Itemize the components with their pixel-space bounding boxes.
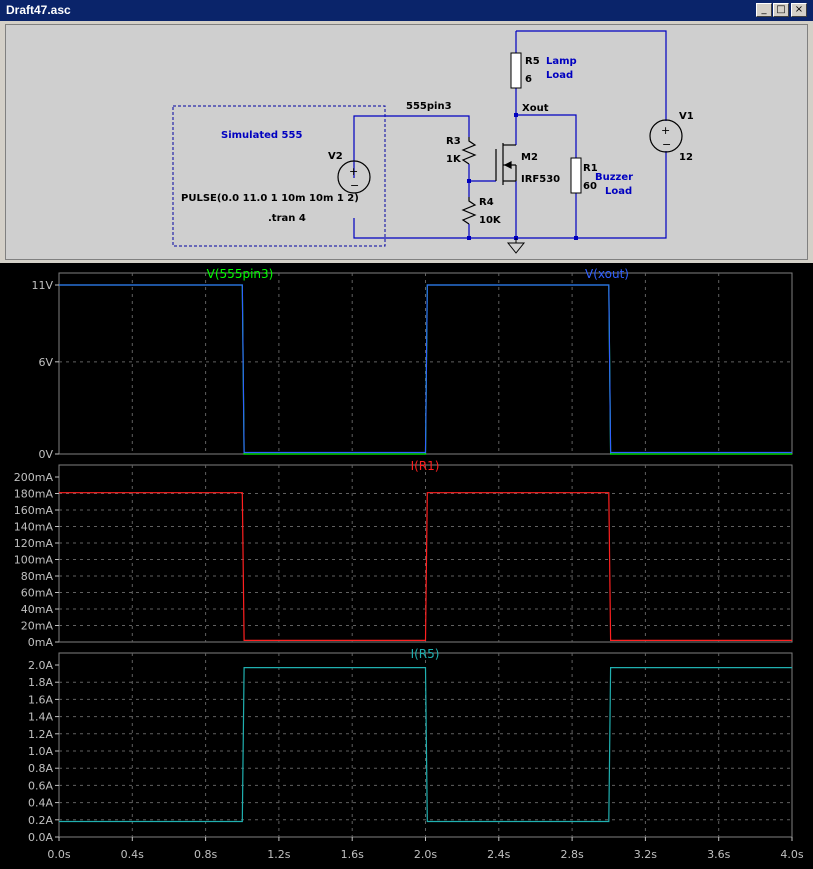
close-button[interactable]: × bbox=[791, 3, 807, 17]
minimize-button[interactable]: _ bbox=[756, 3, 772, 17]
waveform-canvas[interactable]: 11V 6V 0V V(555pin3) V(xout) 200mA 180mA 160mA 1… bbox=[0, 263, 813, 869]
y-tick-label: 6V bbox=[38, 356, 53, 369]
tran-directive: .tran 4 bbox=[268, 213, 306, 224]
x-tick-label: 4.0s bbox=[780, 848, 803, 861]
y-tick-label: 0.4A bbox=[28, 797, 53, 810]
v2-name: V2 bbox=[328, 151, 343, 162]
y-tick-label: 1.2A bbox=[28, 728, 53, 741]
y-tick-label: 120mA bbox=[14, 537, 54, 550]
y-tick-label: 180mA bbox=[14, 488, 54, 501]
buzzer-label-2: Load bbox=[605, 186, 632, 197]
r1-value: 60 bbox=[583, 181, 597, 192]
y-tick-label: 0.0A bbox=[28, 831, 53, 844]
r3-value: 1K bbox=[446, 154, 462, 165]
series-line bbox=[59, 667, 792, 823]
series-title: I(R5) bbox=[411, 647, 440, 661]
net-label-xout: Xout bbox=[522, 103, 549, 114]
x-tick-label: 2.4s bbox=[487, 848, 510, 861]
r1-resistor-icon[interactable] bbox=[570, 157, 582, 194]
y-tick-label: 60mA bbox=[21, 587, 54, 600]
x-tick-label: 2.8s bbox=[560, 848, 583, 861]
svg-text:−: − bbox=[662, 138, 671, 151]
y-tick-label: 0.6A bbox=[28, 779, 53, 792]
y-tick-label: 0V bbox=[38, 448, 53, 461]
v1-name: V1 bbox=[679, 111, 694, 122]
m2-name: M2 bbox=[521, 152, 538, 163]
y-tick-label: 0mA bbox=[28, 636, 54, 649]
schematic-panel[interactable]: Simulated 555 PULSE(0.0 11.0 1 10m 10m 1… bbox=[5, 24, 808, 260]
y-tick-label: 0.2A bbox=[28, 814, 53, 827]
svg-text:+: + bbox=[349, 165, 358, 178]
maximize-button[interactable]: □ bbox=[773, 3, 789, 17]
m2-model: IRF530 bbox=[521, 174, 560, 185]
x-tick-label: 0.8s bbox=[194, 848, 217, 861]
y-tick-label: 100mA bbox=[14, 554, 54, 567]
y-tick-label: 1.0A bbox=[28, 745, 53, 758]
r4-value: 10K bbox=[479, 215, 502, 226]
r5-name: R5 bbox=[525, 56, 540, 67]
window-title: Draft47.asc bbox=[6, 3, 71, 17]
r3-name: R3 bbox=[446, 136, 461, 147]
x-tick-label: 0.0s bbox=[47, 848, 70, 861]
r3-resistor-icon[interactable] bbox=[461, 137, 477, 165]
lamp-label-1: Lamp bbox=[546, 56, 577, 67]
x-tick-label: 1.6s bbox=[341, 848, 364, 861]
series-line bbox=[59, 492, 792, 641]
r5-value: 6 bbox=[525, 74, 532, 85]
y-tick-label: 160mA bbox=[14, 504, 54, 517]
r4-name: R4 bbox=[479, 197, 494, 208]
y-tick-label: 0.8A bbox=[28, 762, 53, 775]
series-title: V(555pin3) bbox=[207, 267, 274, 281]
v1-source-icon[interactable]: + − bbox=[649, 119, 683, 153]
series-title: V(xout) bbox=[585, 267, 629, 281]
buzzer-label-1: Buzzer bbox=[595, 172, 633, 183]
y-tick-label: 20mA bbox=[21, 620, 54, 633]
waveform-viewer[interactable]: 11V 6V 0V V(555pin3) V(xout) 200mA 180mA 160mA 1… bbox=[0, 263, 813, 869]
lamp-label-2: Load bbox=[546, 70, 573, 81]
r5-resistor-icon[interactable] bbox=[510, 52, 522, 89]
schematic-canvas[interactable]: Simulated 555 PULSE(0.0 11.0 1 10m 10m 1… bbox=[6, 25, 809, 261]
y-tick-label: 80mA bbox=[21, 570, 54, 583]
svg-text:−: − bbox=[350, 179, 359, 192]
y-tick-label: 200mA bbox=[14, 471, 54, 484]
y-tick-label: 2.0A bbox=[28, 659, 53, 672]
v1-value: 12 bbox=[679, 152, 693, 163]
v2-source-icon[interactable]: + − bbox=[337, 160, 371, 194]
y-tick-label: 140mA bbox=[14, 521, 54, 534]
x-tick-label: 3.2s bbox=[634, 848, 657, 861]
mosfet-icon[interactable] bbox=[495, 143, 517, 185]
x-tick-label: 0.4s bbox=[121, 848, 144, 861]
series-title: I(R1) bbox=[411, 459, 440, 473]
y-tick-label: 1.6A bbox=[28, 693, 53, 706]
x-tick-label: 3.6s bbox=[707, 848, 730, 861]
pulse-directive: PULSE(0.0 11.0 1 10m 10m 1 2) bbox=[181, 193, 359, 204]
y-tick-label: 1.8A bbox=[28, 676, 53, 689]
series-line bbox=[59, 284, 792, 454]
x-tick-label: 2.0s bbox=[414, 848, 437, 861]
r4-resistor-icon[interactable] bbox=[461, 197, 477, 225]
simulated-555-box bbox=[172, 105, 386, 247]
y-tick-label: 11V bbox=[31, 279, 53, 292]
simulated-555-label: Simulated 555 bbox=[221, 130, 302, 141]
x-tick-label: 1.2s bbox=[267, 848, 290, 861]
net-label-555pin3: 555pin3 bbox=[406, 101, 452, 112]
svg-text:+: + bbox=[661, 124, 670, 137]
r1-name: R1 bbox=[583, 163, 598, 174]
y-tick-label: 40mA bbox=[21, 603, 54, 616]
ground-icon bbox=[506, 242, 526, 254]
y-tick-label: 1.4A bbox=[28, 711, 53, 724]
title-bar: Draft47.asc _ □ × bbox=[0, 0, 813, 21]
